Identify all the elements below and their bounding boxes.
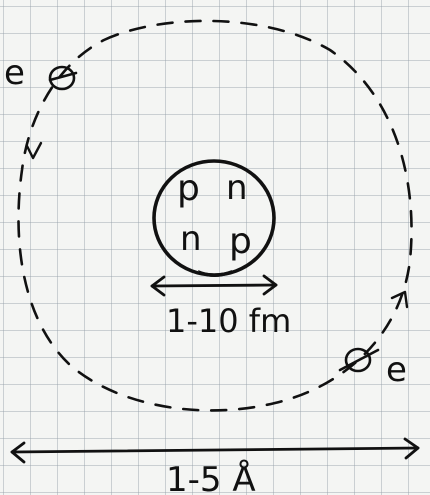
orbit-arrow-upper-left (25, 141, 43, 160)
electron-label-top-left: e (4, 53, 25, 93)
electron-label-bottom-right: e (386, 350, 407, 390)
neutron-bottom-left: n (180, 219, 202, 259)
proton-bottom-right: p (229, 221, 252, 262)
proton-top-left: p (177, 168, 200, 209)
nucleus-bottom-mark (198, 270, 232, 277)
electron-bottom-right (338, 347, 380, 373)
electron-circle (48, 65, 76, 91)
electron-minus-sign (338, 348, 380, 372)
orbit-arrow-lower-right (390, 290, 409, 309)
nucleus: p n n p (152, 159, 276, 277)
electron-top-left (48, 65, 78, 91)
electron-minus-sign (48, 71, 78, 82)
nucleus-size-arrow (150, 274, 278, 297)
electron-circle (344, 347, 372, 373)
neutron-top-right: n (226, 168, 248, 208)
atom-size-label: 1-5 Å (166, 459, 256, 495)
nucleus-circle (152, 159, 276, 277)
nucleus-size-label: 1-10 fm (166, 302, 291, 340)
atom-size-arrow (10, 437, 420, 464)
electron-orbit (17, 19, 413, 412)
